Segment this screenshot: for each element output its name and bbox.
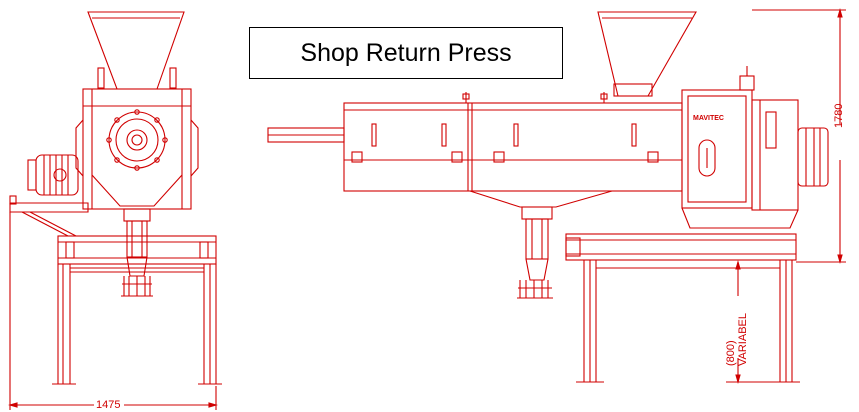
- front-view: [7, 11, 222, 410]
- front-motor: [35, 154, 79, 196]
- side-gearbox: [751, 99, 799, 211]
- variable-height-value: (800): [725, 340, 737, 366]
- drawing-title: Shop Return Press: [249, 27, 563, 79]
- side-drive-housing: [681, 89, 753, 209]
- front-flange: [108, 111, 166, 169]
- front-table: [57, 235, 217, 265]
- side-view: [267, 7, 846, 385]
- side-housing: [343, 102, 683, 192]
- variable-height-label: VARIABEL: [737, 313, 749, 366]
- side-hopper: [597, 11, 697, 97]
- front-housing: [82, 88, 192, 210]
- side-table: [565, 233, 797, 261]
- height-dimension-label: 1780: [833, 103, 845, 128]
- variable-height-dimension: (800) VARIABEL: [725, 313, 749, 366]
- width-dimension-label: 1475: [96, 399, 121, 411]
- brand-label: MAVITEC: [693, 115, 724, 122]
